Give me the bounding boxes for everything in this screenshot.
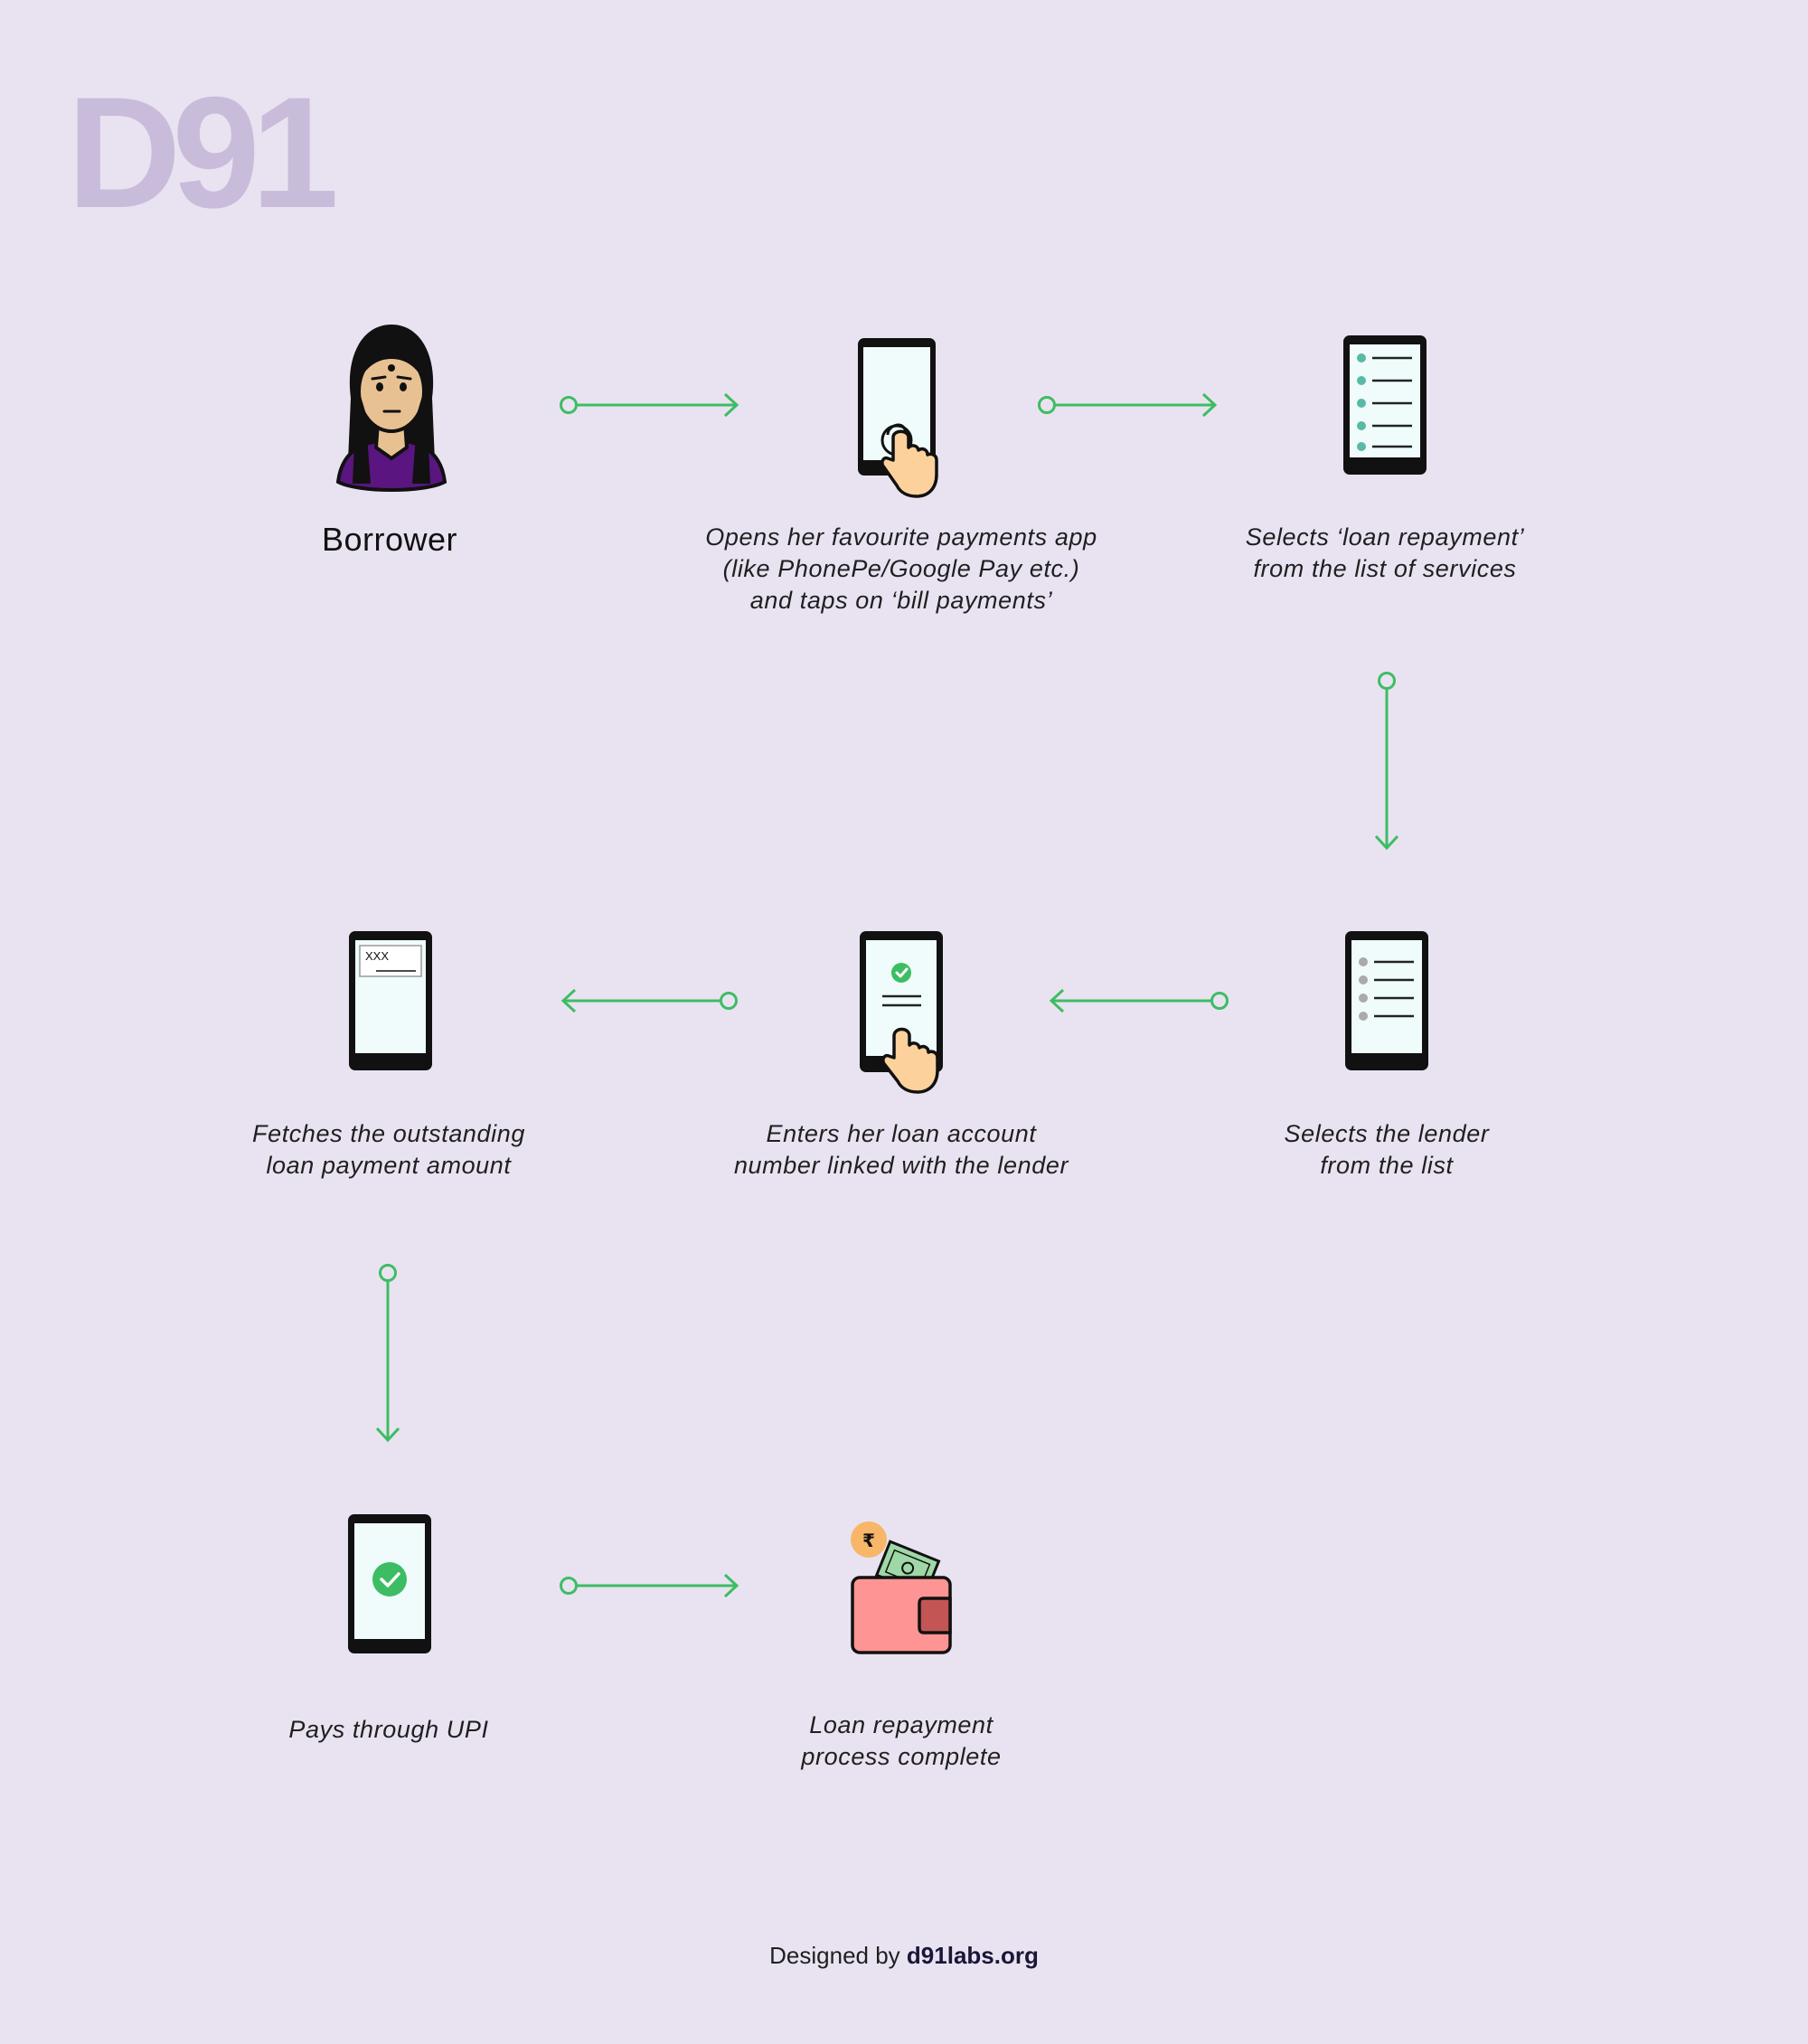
woman-avatar-icon [334, 321, 448, 495]
flow-arrow [1037, 391, 1222, 419]
phone-input-icon: XXX [347, 929, 434, 1072]
step-caption-select-loan-repayment: Selects ‘loan repayment’ from the list o… [1132, 522, 1638, 585]
flow-arrow [559, 391, 744, 419]
step-caption-select-lender: Selects the lender from the list [1134, 1118, 1640, 1182]
phone-success-icon [346, 1512, 433, 1655]
step-caption-pay-upi: Pays through UPI [136, 1714, 642, 1746]
footer-site-link[interactable]: d91labs.org [907, 1942, 1039, 1969]
field-text: XXX [365, 949, 389, 963]
phone-list-grey-icon [1343, 929, 1430, 1072]
step-caption-complete: Loan repayment process complete [648, 1710, 1154, 1773]
phone-tap-icon [853, 334, 944, 502]
d91-logo: D91 [67, 74, 330, 232]
wallet-icon: ₹ [848, 1519, 956, 1656]
step-caption-fetch-amount: Fetches the outstanding loan payment amo… [136, 1118, 642, 1182]
phone-confirm-tap-icon [858, 929, 948, 1097]
actor-label: Borrower [209, 521, 570, 559]
flow-arrow [1044, 987, 1229, 1014]
footer-credit: Designed by d91labs.org [0, 1942, 1808, 1970]
flow-arrow [556, 987, 741, 1014]
footer-prefix: Designed by [769, 1942, 900, 1969]
flow-arrow [1373, 671, 1400, 852]
phone-list-icon [1342, 334, 1428, 476]
flow-arrow [559, 1572, 744, 1599]
step-caption-enter-account: Enters her loan account number linked wi… [648, 1118, 1154, 1182]
step-caption-open-app: Opens her favourite payments app (like P… [648, 522, 1154, 617]
flow-arrow [374, 1263, 401, 1444]
rupee-symbol: ₹ [862, 1530, 875, 1551]
